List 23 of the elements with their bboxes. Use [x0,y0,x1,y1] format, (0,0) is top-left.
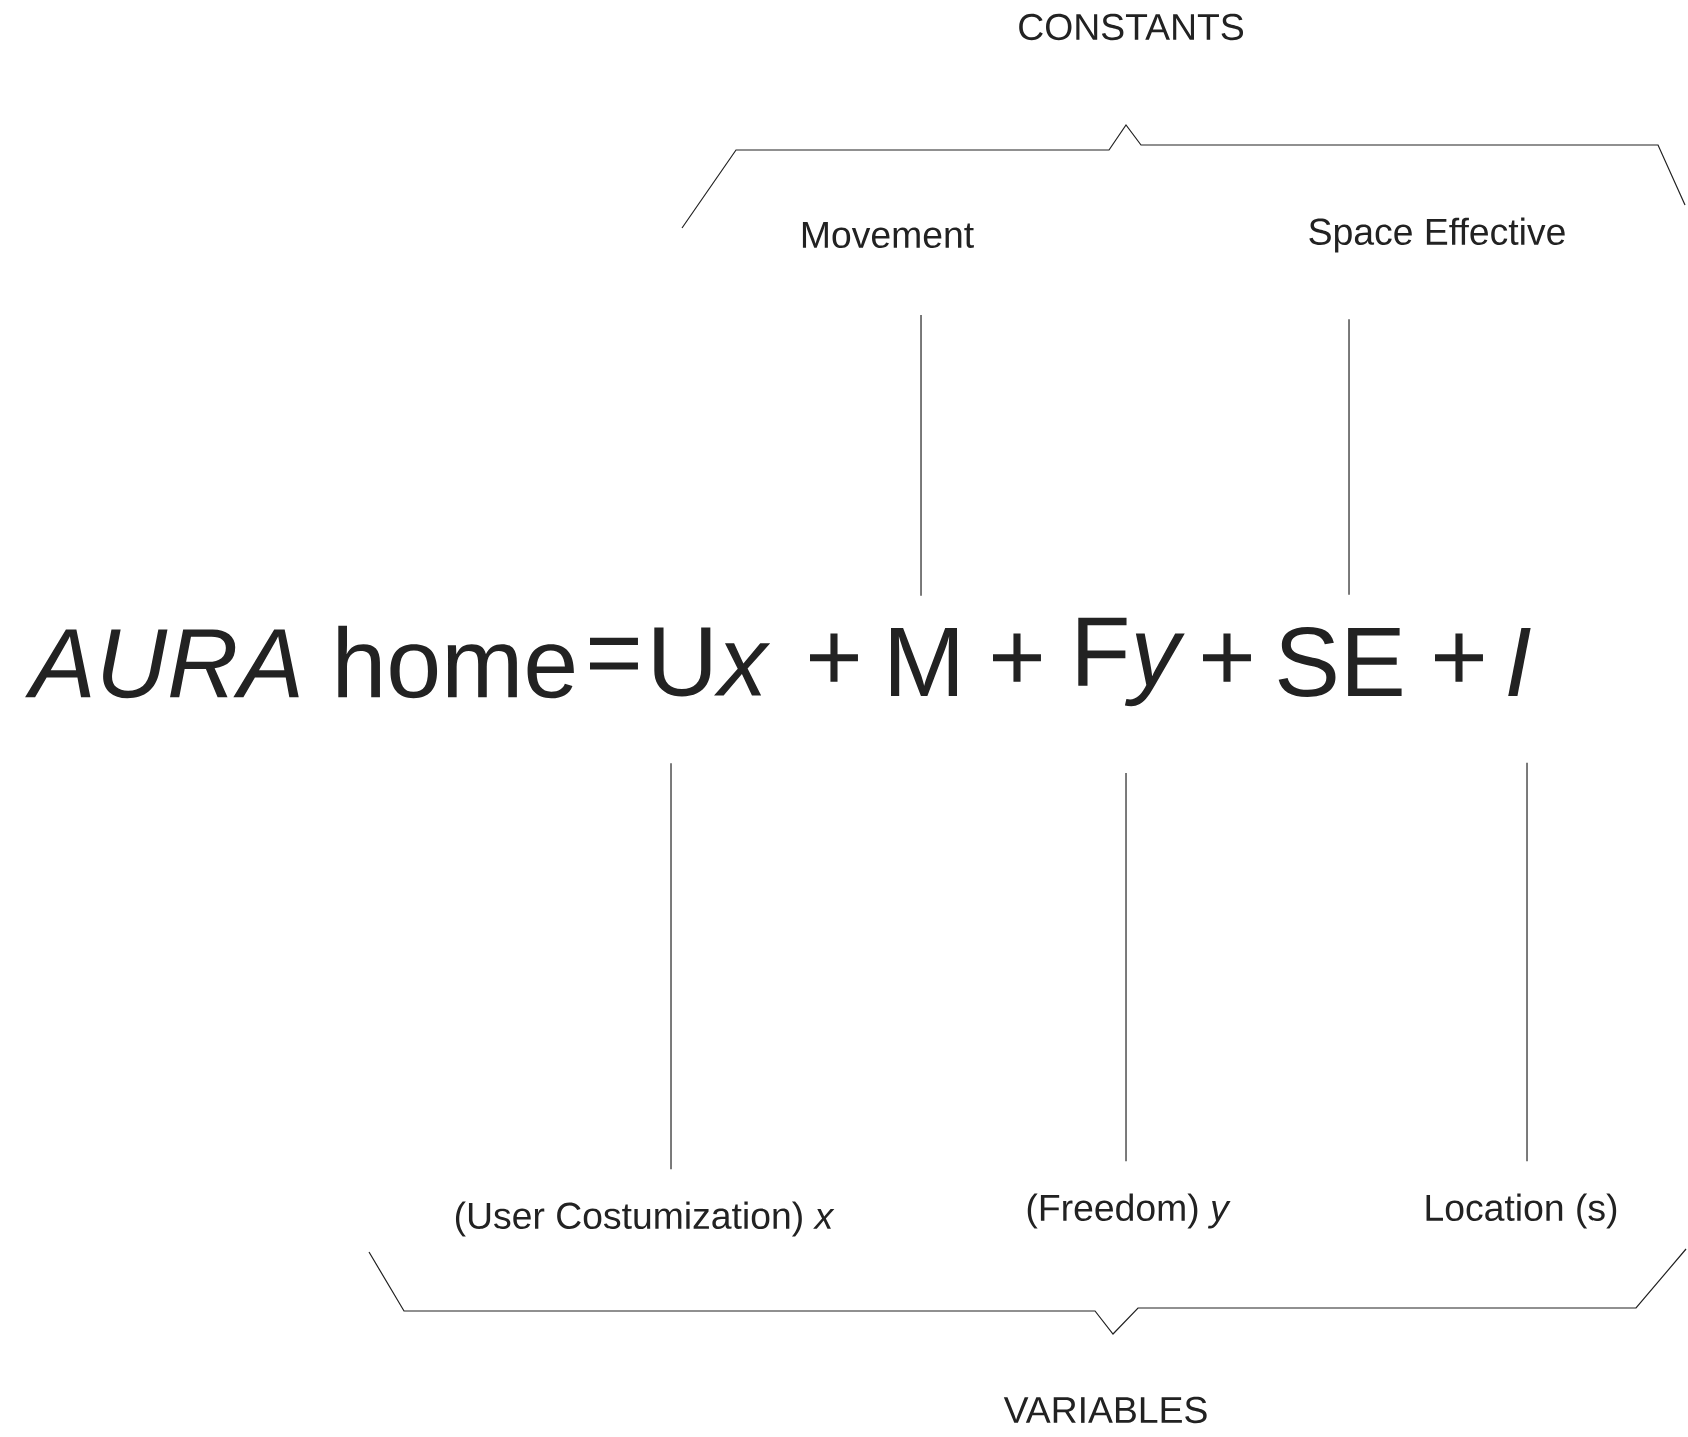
group-label: CONSTANTS [1019,13,1244,41]
formula-term: Ux [654,627,771,697]
term-label: (Freedom) y [1027,1193,1231,1229]
operator-sign: + [993,633,1041,682]
leader-line [670,762,672,1170]
group-label: VARIABLES [1003,1396,1207,1424]
formula-term: AURA home [25,625,574,699]
formula-term: I [1508,628,1531,696]
term-label: (User Costumization) x [455,1201,835,1237]
operator-sign: = [590,637,638,670]
leader-line [1125,772,1127,1162]
formula-term: Fy [1078,617,1185,707]
term-label: Location (s) [1426,1193,1617,1229]
term-label: Space Effective [1309,217,1565,253]
leader-line [1526,762,1528,1162]
operator-sign: + [810,633,858,682]
leader-line [1348,318,1350,596]
operator-sign: + [1435,633,1483,682]
operator-sign: + [1203,633,1251,682]
formula-term: M [891,628,957,696]
formula-term: SE [1278,627,1402,697]
term-label: Movement [802,222,974,248]
leader-line [920,314,922,597]
